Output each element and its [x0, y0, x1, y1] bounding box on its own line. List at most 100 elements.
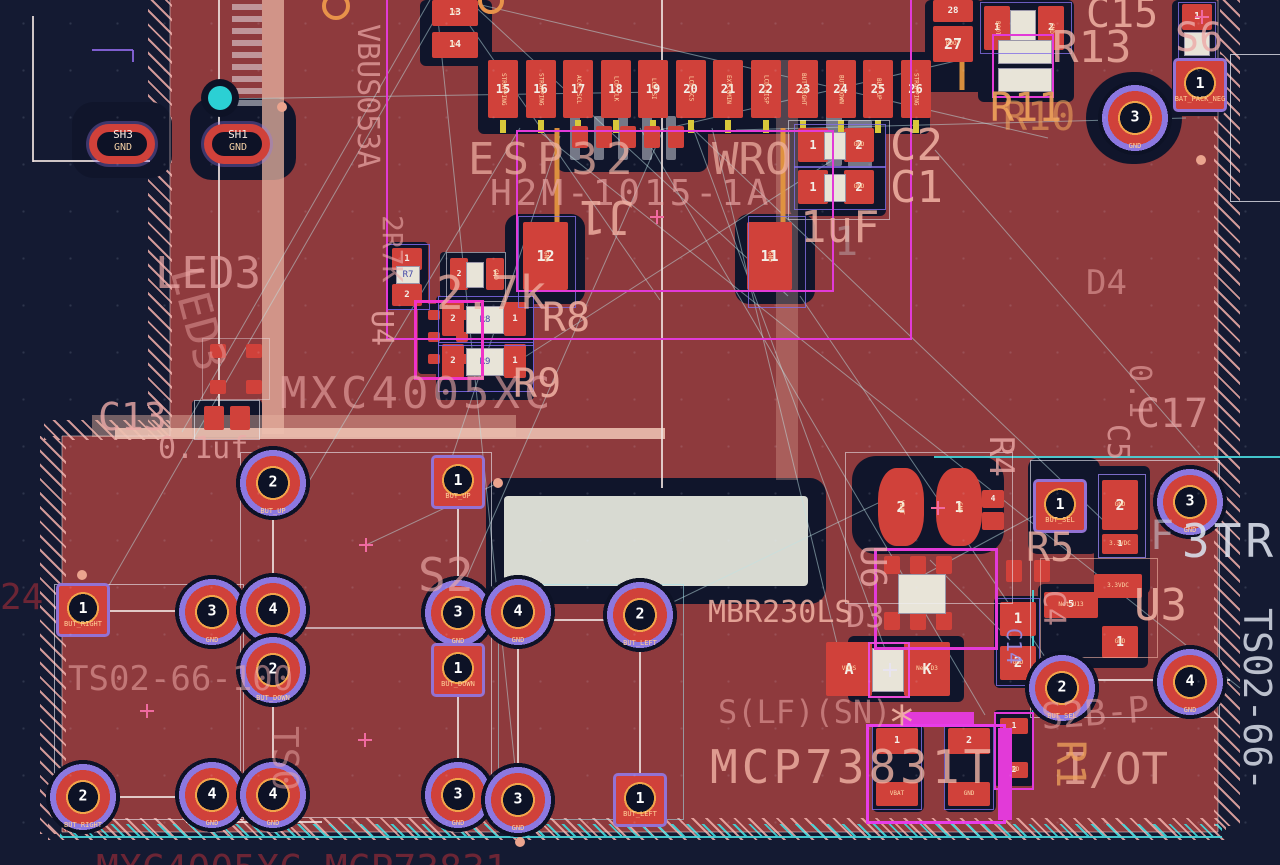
smd-pad[interactable]	[456, 354, 468, 364]
silk-3tr[interactable]: 3TR	[1182, 514, 1278, 568]
silk-mbr230ls[interactable]: MBR230LS	[708, 595, 853, 630]
ref-d3[interactable]: D3	[846, 597, 885, 635]
smd-pad[interactable]	[246, 380, 262, 394]
smd-pad[interactable]	[884, 612, 900, 630]
smd-pad[interactable]	[936, 556, 952, 574]
ref-r8[interactable]: R8	[542, 295, 591, 341]
component-body[interactable]	[1184, 32, 1210, 56]
ref-c4[interactable]: C4	[1036, 590, 1071, 627]
smd-pad[interactable]	[246, 344, 262, 358]
ref-r5[interactable]: R5	[1026, 525, 1075, 571]
silk-star[interactable]: *	[888, 696, 916, 750]
ref-led3[interactable]: LED3	[155, 248, 261, 299]
ref-r11[interactable]: R11	[990, 85, 1063, 131]
smd-pad[interactable]	[884, 556, 900, 574]
smd-pad[interactable]	[428, 354, 440, 364]
smd-pad[interactable]	[910, 556, 926, 574]
ref-r10[interactable]: R10	[1003, 94, 1076, 140]
component-body[interactable]	[824, 174, 846, 202]
via-teal[interactable]	[208, 86, 232, 110]
ref-r9[interactable]: R9	[513, 361, 562, 407]
smd-pad-vbat[interactable]: VBAT	[876, 782, 918, 806]
silk-24[interactable]: 24	[0, 577, 44, 618]
component-body[interactable]	[466, 262, 484, 288]
ref-j1[interactable]: J1	[578, 190, 634, 244]
smd-pad[interactable]: 4	[982, 490, 1004, 508]
smd-pad[interactable]	[204, 406, 224, 430]
smd-pad[interactable]: 1	[504, 344, 526, 378]
ref-u6[interactable]: U6	[852, 545, 893, 589]
smd-pad[interactable]	[456, 310, 468, 320]
silk-ts0-vert[interactable]: TS0	[264, 726, 305, 792]
ref-c14[interactable]: C14	[1002, 628, 1026, 665]
value-c13[interactable]: 0.1uf	[158, 431, 249, 466]
value-2r7k[interactable]: 2R7K	[376, 215, 409, 283]
silk-jst-b[interactable]: S2B-P	[1039, 689, 1151, 738]
ref-c2[interactable]: C2	[890, 120, 943, 171]
component-body[interactable]	[998, 40, 1052, 64]
ref-s2[interactable]: S2	[418, 548, 474, 602]
silk-mxc4005xc[interactable]: MXC4005XC	[280, 368, 555, 419]
component-body[interactable]	[824, 132, 846, 160]
ref-c17[interactable]: C17	[1136, 391, 1209, 437]
ref-u3[interactable]: U3	[1134, 580, 1187, 631]
silk-esp32[interactable]: ESP32	[468, 134, 641, 185]
smd-pad[interactable]	[230, 406, 250, 430]
smd-pad[interactable]	[936, 612, 952, 630]
smd-pad[interactable]	[456, 332, 468, 342]
smd-pad[interactable]	[1006, 560, 1022, 582]
silk-iot[interactable]: I/OT	[1062, 744, 1168, 795]
ref-c5[interactable]: C5	[1100, 424, 1135, 461]
ref-r1[interactable]: R1	[1047, 740, 1093, 789]
component-body-r9[interactable]: R9	[466, 348, 504, 376]
ref-r13[interactable]: R13	[1052, 22, 1132, 73]
smd-pad[interactable]: 1	[392, 248, 422, 270]
smd-pad[interactable]	[910, 612, 926, 630]
smd-pad[interactable]	[210, 344, 226, 358]
silk-mcp73831t[interactable]: MCP73831T	[710, 740, 996, 794]
silk-ts02-left[interactable]: TS02-66-100	[68, 659, 294, 699]
smd-pad[interactable]: 1	[876, 728, 918, 754]
smd-pad[interactable]	[982, 512, 1004, 530]
smd-pad-gnd[interactable]: GND	[948, 782, 990, 806]
ref-c13[interactable]: C13	[98, 395, 167, 439]
ref-u4[interactable]: U4	[364, 310, 399, 347]
component-body-r8[interactable]: R8	[466, 306, 504, 334]
component-body-r7[interactable]: R7	[396, 266, 420, 284]
component-body[interactable]	[898, 574, 946, 614]
smd-pad[interactable]: 2	[442, 344, 464, 378]
silk-f[interactable]: F	[1150, 513, 1175, 559]
